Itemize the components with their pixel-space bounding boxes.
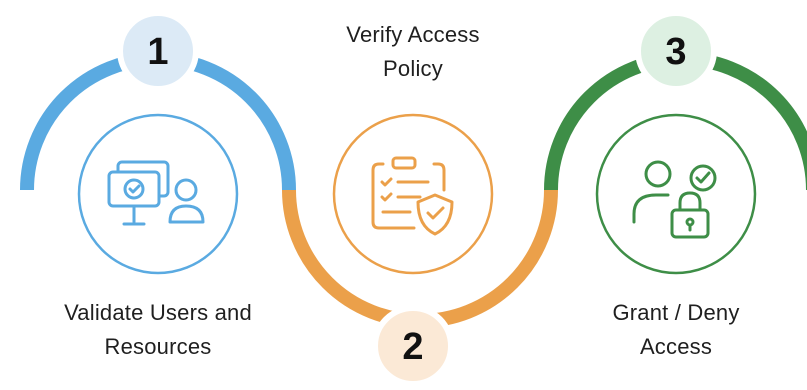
step-1-label-line1: Validate Users and (64, 300, 252, 325)
step-2-label: Verify Access Policy (313, 18, 513, 86)
step-1-number: 1 (147, 31, 168, 73)
step-2-badge (372, 305, 454, 387)
step-3-label-line2: Access (639, 334, 713, 359)
step-1-label-line2: Resources (104, 334, 212, 359)
monitor-user-check-icon (107, 160, 205, 226)
step-2-label-line1: Verify Access (346, 22, 480, 47)
clipboard-shield-check-icon (371, 156, 454, 236)
step-1-label: Validate Users and Resources (28, 296, 288, 364)
step-3-label-line1: Grant / Deny (612, 300, 740, 325)
step-3-number: 3 (665, 31, 686, 73)
step-2-icon-circle (332, 113, 494, 275)
step-2-label-line2: Policy (383, 56, 443, 81)
step-1-badge (117, 10, 199, 92)
step-3-label: Grant / Deny Access (586, 296, 766, 364)
users-lock-icon (632, 160, 717, 239)
step-3-badge (635, 10, 717, 92)
step-3-icon-circle (595, 113, 757, 275)
step-2-number: 2 (402, 326, 423, 368)
